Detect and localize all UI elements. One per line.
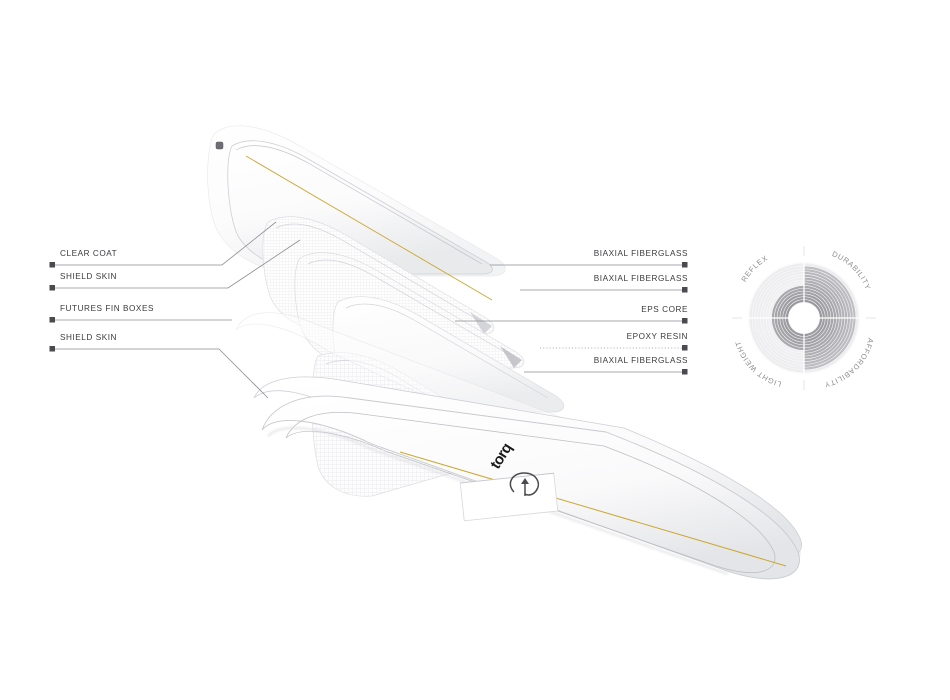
gauge-ring-segment xyxy=(766,280,804,318)
gauge-ring-segment xyxy=(804,277,845,318)
leader-shield-skin-bottom xyxy=(49,346,269,399)
gauge-ring-segment xyxy=(771,318,804,351)
gauge-ring-segment xyxy=(804,291,831,318)
callout-label: BIAXIAL FIBERGLASS xyxy=(593,356,688,365)
gauge-ring-segment xyxy=(774,318,804,348)
callout-clear-coat: CLEAR COAT xyxy=(60,249,118,258)
gauge-ring-segment xyxy=(763,277,804,318)
callout-label: FUTURES FIN BOXES xyxy=(60,304,154,313)
callout-shield-skin-top: SHIELD SKIN xyxy=(60,272,118,281)
callout-label: BIAXIAL FIBERGLASS xyxy=(593,249,688,258)
gauge-ring-segment xyxy=(804,318,839,353)
leader-futures-fin-boxes xyxy=(49,317,232,323)
callout-biaxial-fiberglass-1: BIAXIAL FIBERGLASS xyxy=(593,249,688,258)
gauge-ring-segment xyxy=(777,318,804,345)
leader-biaxial-fiberglass-2 xyxy=(520,287,688,293)
gauge-ring-segment xyxy=(804,285,837,318)
leash-plug xyxy=(215,141,224,150)
gauge-ring-segment xyxy=(782,318,804,340)
gauge-ring-segment xyxy=(804,283,839,318)
leader-shield-skin-top xyxy=(49,239,301,291)
gauge-ring-segment xyxy=(780,318,804,342)
performance-radial-gauge: REFLEX DURABILITY AFFORDABILITY LIGHT WE… xyxy=(732,246,876,390)
futures-fin-box xyxy=(459,472,559,522)
gauge-ring-segment xyxy=(804,280,842,318)
gauge-ring-segment xyxy=(804,318,831,345)
callout-biaxial-fiberglass-3: BIAXIAL FIBERGLASS xyxy=(593,356,688,365)
gauge-ring-segment xyxy=(804,318,826,340)
gauge-ring-segment xyxy=(769,283,804,318)
callout-leader-lines xyxy=(49,221,688,399)
leader-biaxial-fiberglass-3 xyxy=(524,369,688,375)
gauge-ring-segment xyxy=(804,318,837,351)
gauge-ring-segment xyxy=(777,291,804,318)
leader-eps-core xyxy=(455,318,688,324)
gauge-ring-segment xyxy=(804,296,826,318)
gauge-ring-segment xyxy=(771,285,804,318)
gauge-ring-segment xyxy=(785,299,804,318)
callout-label: BIAXIAL FIBERGLASS xyxy=(593,274,688,283)
callout-epoxy-resin: EPOXY RESIN xyxy=(626,332,688,341)
gauge-ring-segment xyxy=(804,318,828,342)
callout-label: EPOXY RESIN xyxy=(626,332,688,341)
gauge-ring-segment xyxy=(804,318,845,359)
gauge-ring-segment xyxy=(785,318,804,337)
callout-shield-skin-bottom: SHIELD SKIN xyxy=(60,333,118,342)
callout-eps-core: EPS CORE xyxy=(641,305,688,314)
leader-clear-coat xyxy=(49,221,277,268)
callout-label: SHIELD SKIN xyxy=(60,333,118,342)
callout-label: EPS CORE xyxy=(641,305,688,314)
gauge-ring-segments xyxy=(749,263,859,373)
gauge-ring-segment xyxy=(782,296,804,318)
gauge-hub xyxy=(789,303,819,333)
leader-biaxial-fiberglass-1 xyxy=(490,262,688,268)
gauge-ring-segment xyxy=(804,318,834,348)
gauge-ring-segment xyxy=(780,294,804,318)
gauge-ring-segment xyxy=(763,318,804,359)
gauge-ring-segment xyxy=(804,294,828,318)
gauge-ring-segment xyxy=(769,318,804,353)
gauge-ring-segment xyxy=(804,318,842,356)
gauge-ring-segment xyxy=(804,299,823,318)
gauge-ring-segment xyxy=(804,318,823,337)
gauge-ring-segment xyxy=(766,318,804,356)
leader-epoxy-resin xyxy=(540,345,688,351)
gauge-ring-segment xyxy=(774,288,804,318)
callout-biaxial-fiberglass-2: BIAXIAL FIBERGLASS xyxy=(593,274,688,283)
callout-label: CLEAR COAT xyxy=(60,249,118,258)
callout-futures-fin-boxes: FUTURES FIN BOXES xyxy=(60,304,154,313)
gauge-ring-segment xyxy=(804,288,834,318)
callout-label: SHIELD SKIN xyxy=(60,272,118,281)
